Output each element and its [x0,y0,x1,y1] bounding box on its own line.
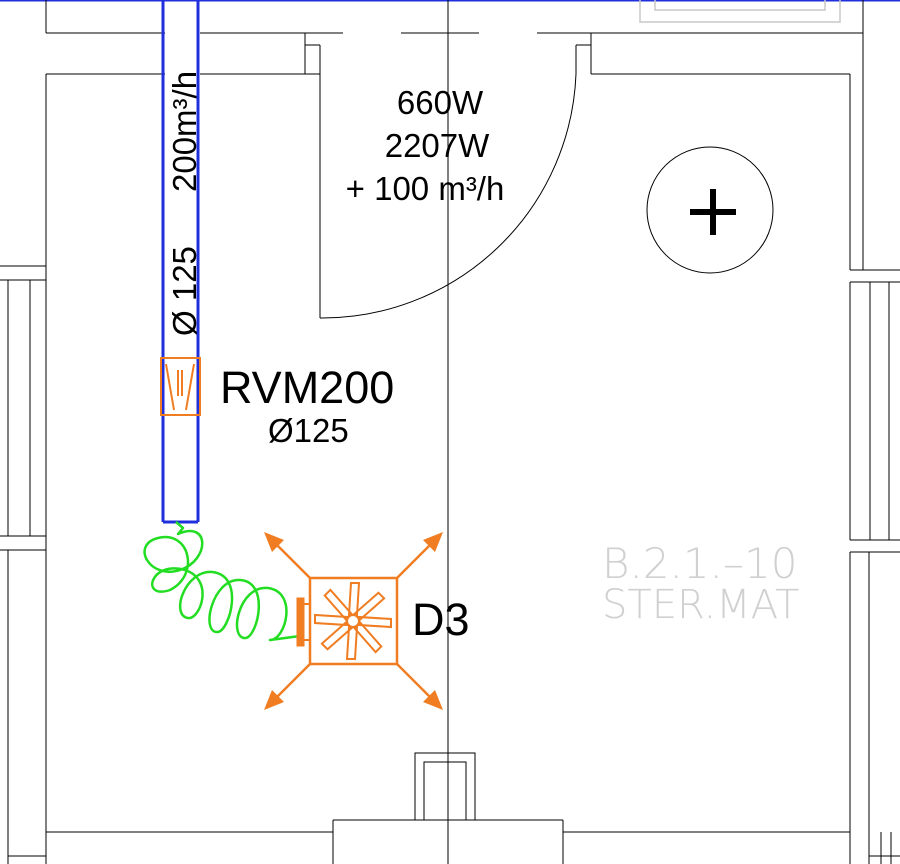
door-swing [319,73,577,319]
duct-flow-label: 200m³/h [166,71,203,192]
diffuser-tag-label: D3 [412,594,470,645]
right-wall [849,269,900,864]
ceiling-diffuser-icon [264,532,443,710]
bottom-wall [8,819,900,864]
left-wall [0,74,47,864]
flexible-duct [143,521,301,642]
column [414,752,476,821]
damper-icon [160,357,201,416]
damper-model-label: RVM200 [220,362,394,413]
damper-diameter-label: Ø125 [268,412,349,449]
duct-diameter-label: Ø 125 [166,246,203,336]
heat-load-line-1: 660W [397,84,484,121]
plus-circle-icon [646,146,774,274]
heat-load-line-3: + 100 m³/h [346,170,505,207]
top-right-frame [639,0,841,23]
heat-load-line-2: 2207W [385,127,490,164]
supply-duct [161,0,200,524]
room-name-label: STER.MAT [602,582,799,628]
room-code-label: B.2.1.–10 [602,539,797,588]
